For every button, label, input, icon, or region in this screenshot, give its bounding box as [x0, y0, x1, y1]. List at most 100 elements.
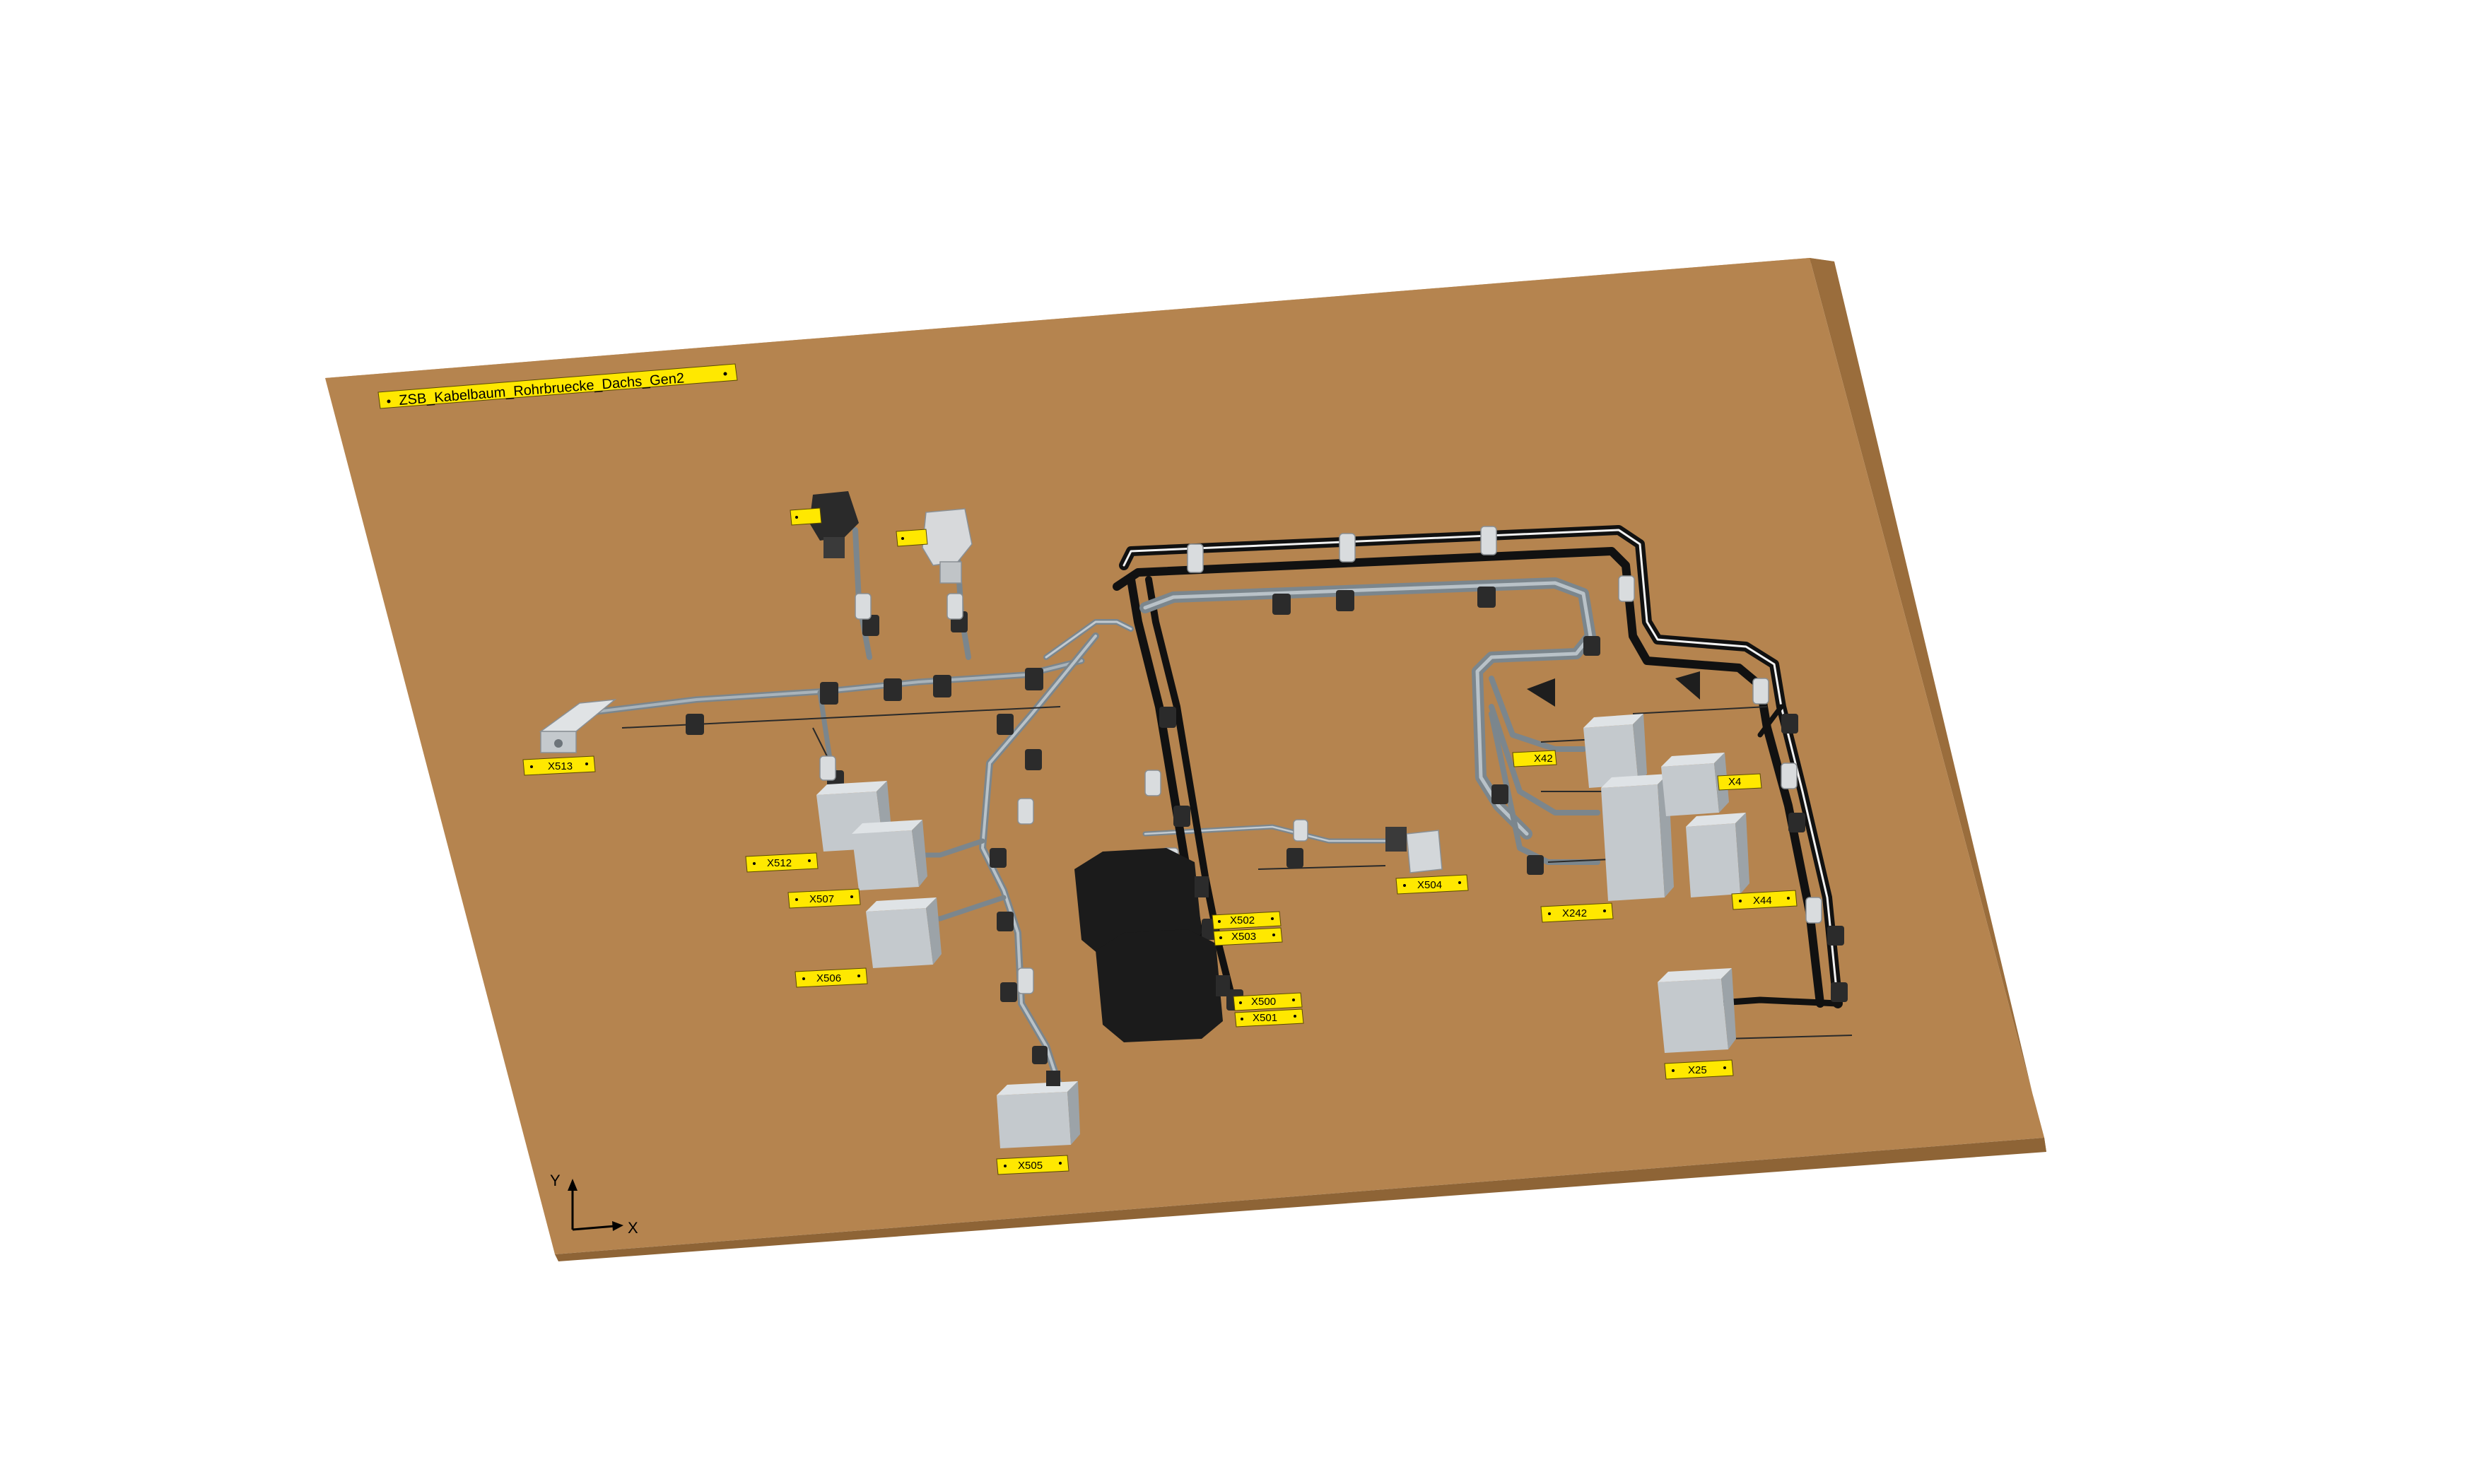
connector-x507-box: [852, 820, 927, 890]
clip: [1805, 897, 1822, 924]
holder: [1173, 806, 1190, 827]
connector-x25-box: [1658, 968, 1736, 1053]
holder: [1336, 590, 1354, 611]
label-x42-text: X42: [1534, 753, 1553, 765]
label-x503: X503: [1213, 927, 1283, 946]
clip: [1144, 770, 1161, 796]
label-x503-text: X503: [1231, 931, 1256, 943]
holder: [997, 912, 1014, 931]
black-plug: [809, 491, 859, 558]
white-plug: [922, 508, 973, 584]
label-x512-text: X512: [767, 857, 792, 869]
label-x501: X501: [1234, 1008, 1304, 1027]
clip: [1781, 762, 1798, 789]
connector-x506-box: [866, 897, 942, 968]
holder: [820, 682, 838, 705]
x-axis-label: X: [628, 1219, 638, 1237]
holder: [1025, 668, 1043, 690]
holder: [997, 714, 1014, 735]
label-x513: X513: [522, 755, 596, 776]
holder: [1827, 926, 1844, 946]
holder: [1286, 848, 1303, 868]
clip: [819, 755, 836, 781]
axis-triad: Y X: [550, 1172, 638, 1237]
connector-boxes: [539, 699, 1749, 1148]
holder: [1527, 855, 1544, 875]
connector-x512-box: [816, 781, 892, 852]
label-x501-text: X501: [1253, 1012, 1277, 1024]
x-axis-line: [572, 1225, 616, 1231]
y-axis-arrow: [568, 1179, 578, 1191]
holder: [1159, 707, 1176, 728]
clip: [1187, 543, 1204, 573]
clip: [1618, 575, 1635, 602]
holder: [1000, 982, 1017, 1002]
label-x242-text: X242: [1562, 907, 1587, 919]
label-x25: X25: [1664, 1059, 1734, 1080]
connector-labels: X513 X512 X507 X506 X505: [522, 507, 1798, 1175]
label-x504-text: X504: [1417, 879, 1442, 891]
holder: [1491, 784, 1508, 804]
label-x505: X505: [996, 1155, 1069, 1175]
holder: [884, 678, 902, 701]
connector-x43-box: [1661, 753, 1729, 816]
funnel: [1527, 678, 1555, 707]
label-x43-text: X4: [1728, 776, 1741, 788]
clip: [1293, 819, 1308, 842]
connector-x504-box: [1385, 827, 1443, 873]
label-top-left-1: [790, 507, 822, 526]
label-x504: X504: [1395, 874, 1469, 895]
label-x507-text: X507: [809, 893, 834, 905]
clip: [855, 593, 872, 620]
label-x513-text: X513: [548, 760, 573, 772]
black-connector-blocks: [1074, 848, 1230, 1042]
top-plugs: [809, 491, 973, 584]
holder: [1781, 714, 1798, 734]
clip: [1017, 798, 1034, 825]
connector-x513-box: [539, 699, 617, 753]
label-x25-text: X25: [1688, 1064, 1707, 1076]
label-x44: X44: [1731, 890, 1798, 910]
holder: [862, 615, 879, 636]
label-top-left-2: [896, 529, 928, 547]
holder: [1272, 594, 1291, 615]
funnel-parts: [1527, 671, 1700, 707]
holder: [1025, 749, 1042, 770]
connector-x44-box: [1686, 813, 1749, 897]
holder: [990, 848, 1007, 868]
label-x502: X502: [1212, 911, 1282, 930]
board-front-side: [555, 1138, 2046, 1261]
label-x43-partial: X4: [1717, 773, 1762, 791]
label-x42-partial: X42: [1512, 750, 1557, 767]
label-x500: X500: [1233, 992, 1303, 1011]
holder: [1583, 636, 1600, 656]
holder: [1831, 982, 1848, 1002]
holder: [1788, 813, 1805, 832]
connector-x242-box-2: [1601, 774, 1674, 901]
clip: [1017, 967, 1034, 994]
connector-x505-box: [997, 1071, 1080, 1148]
clip: [1752, 678, 1769, 705]
label-x506-text: X506: [816, 972, 841, 984]
label-x44-text: X44: [1753, 895, 1772, 907]
clip: [946, 593, 963, 620]
connector-x242-box-1: [1583, 714, 1647, 788]
holder: [1032, 1046, 1048, 1064]
holder: [686, 714, 704, 735]
holder: [933, 675, 951, 697]
cable-holders: [686, 587, 1848, 1064]
label-x512: X512: [745, 852, 819, 873]
label-x505-text: X505: [1018, 1160, 1043, 1172]
label-x507: X507: [787, 888, 861, 909]
holder: [1477, 587, 1496, 608]
clip: [1480, 526, 1497, 555]
label-x502-text: X502: [1230, 914, 1255, 926]
funnel: [1675, 671, 1700, 700]
x-axis-arrow: [612, 1221, 623, 1231]
y-axis-label: Y: [550, 1172, 561, 1189]
clip: [1339, 533, 1356, 563]
label-x242: X242: [1540, 902, 1614, 923]
label-x506: X506: [795, 967, 868, 988]
label-x500-text: X500: [1251, 996, 1276, 1008]
